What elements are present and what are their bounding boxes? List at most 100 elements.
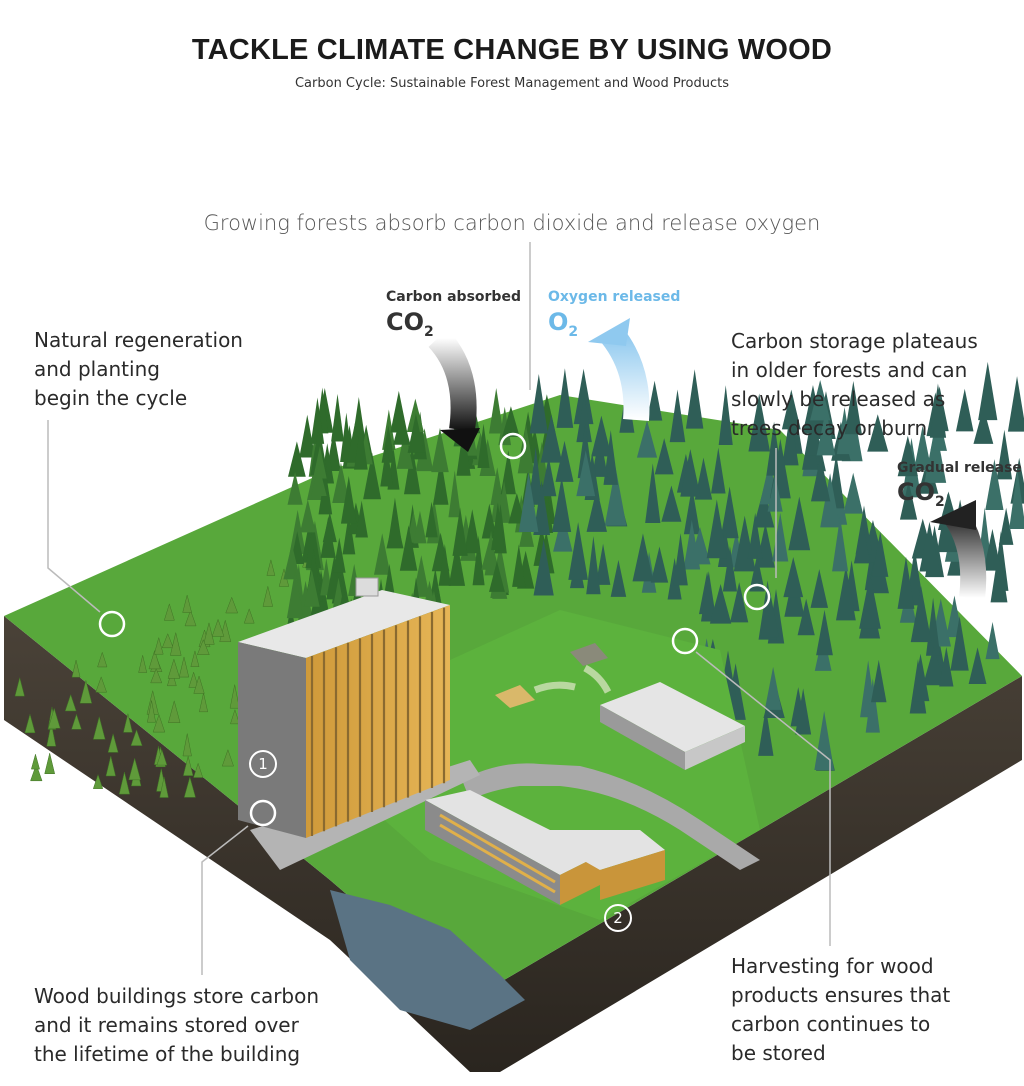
tree xyxy=(610,559,627,597)
wood-tower xyxy=(238,577,450,838)
tree xyxy=(46,723,57,747)
tree xyxy=(363,452,382,500)
tree xyxy=(313,446,327,479)
tree xyxy=(221,749,234,767)
tree xyxy=(182,733,192,757)
tree xyxy=(150,668,163,684)
marker-circles xyxy=(98,432,771,827)
tree xyxy=(950,615,969,671)
log-piles xyxy=(495,643,608,708)
tree xyxy=(107,732,119,753)
tree xyxy=(832,516,849,572)
low-wood-building xyxy=(425,790,665,905)
tree xyxy=(303,569,320,607)
tree xyxy=(203,622,215,645)
tree xyxy=(386,511,404,549)
tree xyxy=(998,507,1014,545)
tree xyxy=(406,398,424,433)
oxygen-released-arrowhead xyxy=(588,318,630,346)
tree xyxy=(650,546,669,583)
tree xyxy=(816,408,836,456)
tree xyxy=(156,749,168,766)
tree xyxy=(340,412,353,463)
tree xyxy=(502,406,520,437)
tree xyxy=(978,361,998,421)
tree xyxy=(555,440,574,482)
tree xyxy=(299,499,316,533)
tree xyxy=(924,424,947,483)
tree xyxy=(452,507,468,556)
tree xyxy=(820,473,840,528)
tree xyxy=(168,699,181,723)
tree xyxy=(484,530,498,576)
tree xyxy=(489,388,504,434)
tree xyxy=(287,441,306,477)
page-subtitle: Carbon Cycle: Sustainable Forest Managem… xyxy=(294,76,730,91)
tree xyxy=(438,543,452,586)
tree xyxy=(556,368,574,428)
tree xyxy=(152,713,166,733)
marker-two-label: 2 xyxy=(613,909,623,927)
tree xyxy=(190,649,200,667)
tree xyxy=(355,500,368,538)
tree xyxy=(897,435,918,477)
tree xyxy=(689,527,711,565)
tree xyxy=(576,395,592,443)
tree xyxy=(990,547,1008,603)
tree xyxy=(354,422,368,470)
tree xyxy=(810,456,831,502)
tree xyxy=(1009,470,1024,530)
tree xyxy=(844,380,862,435)
tree xyxy=(680,449,701,497)
tree xyxy=(30,763,43,782)
tree xyxy=(968,647,987,685)
tree xyxy=(577,424,593,479)
tree xyxy=(64,693,77,712)
tree xyxy=(44,753,56,774)
tree xyxy=(380,444,394,487)
callout-buildings: Wood buildings store carbon and it remai… xyxy=(34,984,320,1066)
tree xyxy=(407,413,425,453)
tree xyxy=(183,776,196,798)
tree xyxy=(193,675,205,694)
tree xyxy=(169,632,182,656)
tree xyxy=(413,510,427,544)
tree xyxy=(381,425,396,463)
tree xyxy=(71,713,82,730)
tree xyxy=(193,762,204,778)
tree xyxy=(899,481,918,520)
tree xyxy=(396,429,414,469)
tree xyxy=(528,446,543,505)
pond xyxy=(330,890,525,1030)
tree xyxy=(477,423,490,468)
tree xyxy=(528,427,542,464)
tree xyxy=(871,659,887,703)
tree xyxy=(188,671,199,688)
tree xyxy=(853,524,871,564)
tree xyxy=(128,757,141,781)
tree xyxy=(985,459,1004,510)
tree xyxy=(533,480,551,535)
tree xyxy=(783,557,804,598)
tree xyxy=(47,707,61,729)
marker-one: 1 xyxy=(249,750,277,778)
callout-plateau: Carbon storage plateaus in older forests… xyxy=(731,329,978,440)
tree xyxy=(320,517,336,558)
tree xyxy=(71,659,81,678)
tree xyxy=(748,393,770,452)
tree xyxy=(123,713,133,733)
tree xyxy=(305,521,322,569)
tree xyxy=(573,368,594,425)
tree xyxy=(399,525,418,571)
tree xyxy=(591,415,612,457)
tree xyxy=(758,707,774,756)
tree xyxy=(919,521,940,572)
low-building-stripes xyxy=(439,813,556,894)
tree xyxy=(512,544,526,587)
tree xyxy=(508,492,526,524)
tree xyxy=(747,512,763,559)
tree xyxy=(182,595,192,613)
tree xyxy=(646,380,663,421)
